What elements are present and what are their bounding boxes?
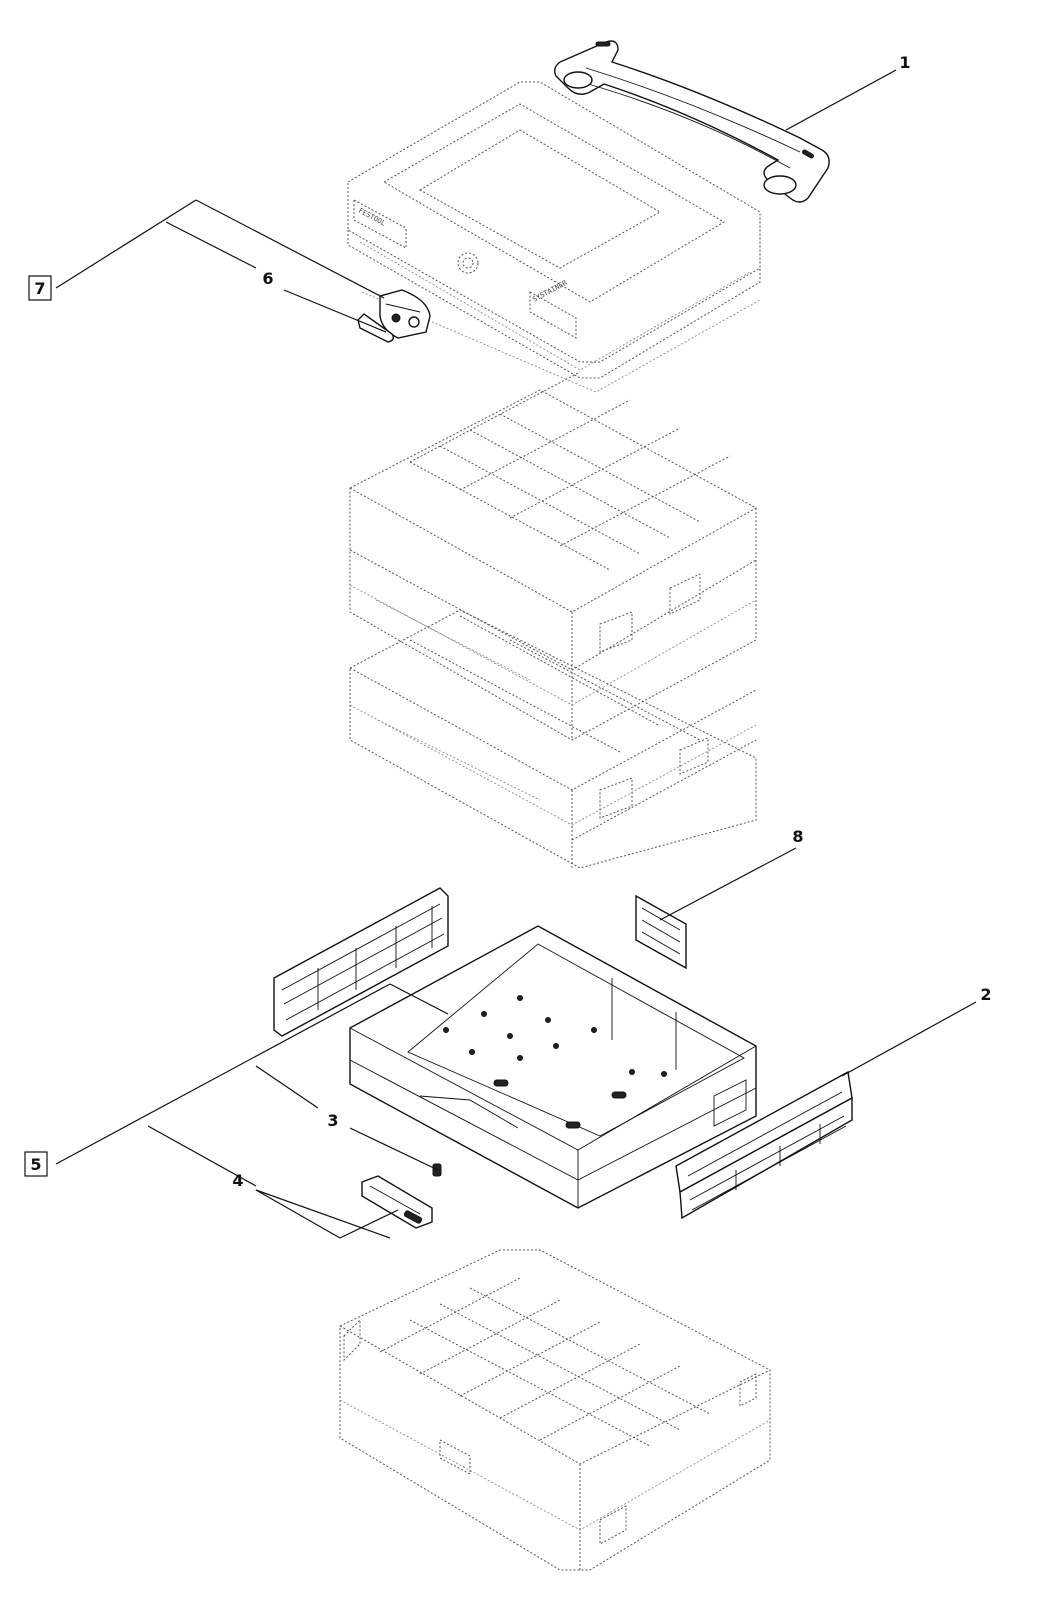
callout-7-text: 7 bbox=[34, 279, 45, 298]
callout-4: 4 bbox=[232, 1171, 243, 1190]
handle-part bbox=[553, 40, 830, 203]
drawer-tray-part bbox=[349, 925, 757, 1209]
leader-1 bbox=[785, 69, 897, 131]
callout-6-text: 6 bbox=[262, 269, 273, 288]
leader-lines bbox=[55, 69, 977, 1239]
callout-7: 7 bbox=[28, 275, 52, 301]
divider-panel-part bbox=[635, 894, 687, 970]
callout-2-text: 2 bbox=[980, 985, 991, 1004]
callout-4-text: 4 bbox=[232, 1171, 243, 1190]
leader-7a bbox=[55, 199, 197, 289]
bottom-insert-base bbox=[339, 1249, 771, 1571]
callout-3-text: 3 bbox=[327, 1111, 338, 1130]
leader-4c bbox=[255, 1189, 399, 1239]
leader-7b bbox=[195, 199, 385, 299]
latch-part bbox=[379, 289, 431, 339]
leader-6 bbox=[283, 289, 387, 333]
callout-8: 8 bbox=[792, 827, 803, 846]
callout-1-text: 1 bbox=[899, 53, 910, 72]
leader-8 bbox=[659, 847, 797, 921]
callout-5-text: 5 bbox=[30, 1155, 41, 1174]
leader-4 bbox=[255, 1189, 391, 1239]
side-panel-right-part bbox=[675, 1070, 853, 1220]
lower-drawer-unit bbox=[349, 609, 757, 869]
side-panel-left-part bbox=[273, 887, 449, 1037]
leader-5a bbox=[55, 983, 391, 1165]
callout-7-box bbox=[28, 275, 52, 301]
callout-5: 5 bbox=[24, 1151, 48, 1177]
upper-drawer-unit bbox=[349, 371, 757, 741]
callout-5-box bbox=[24, 1151, 48, 1177]
lid-right-plate-text: SYSTAINER bbox=[531, 279, 569, 304]
callout-3: 3 bbox=[327, 1111, 338, 1130]
leader-2 bbox=[841, 1001, 977, 1077]
tray-floor-features bbox=[443, 995, 667, 1129]
leader-5c bbox=[147, 1125, 257, 1187]
leader-3b bbox=[255, 1065, 319, 1109]
callout-6: 6 bbox=[262, 269, 273, 288]
callout-2: 2 bbox=[980, 985, 991, 1004]
slide-latch-part bbox=[361, 1175, 433, 1229]
lid-part: FESTOOL SYSTAINER bbox=[347, 81, 761, 393]
callout-8-text: 8 bbox=[792, 827, 803, 846]
leader-7c bbox=[165, 221, 257, 269]
callout-1: 1 bbox=[899, 53, 910, 72]
leader-5b bbox=[389, 983, 449, 1015]
leader-3 bbox=[349, 1127, 439, 1171]
